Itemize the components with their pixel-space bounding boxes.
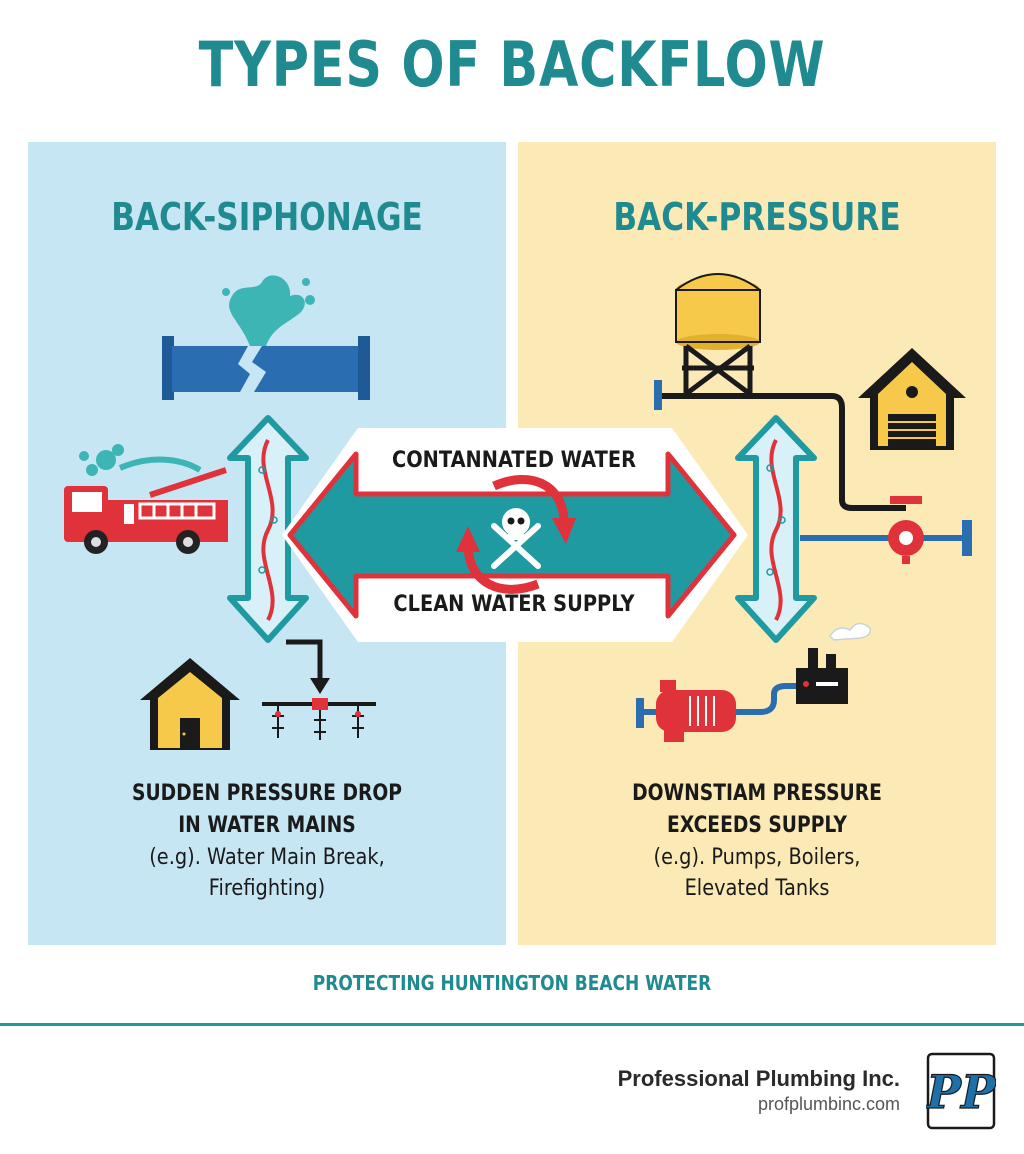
contaminated-water-label: CONTANNATED WATER bbox=[391, 448, 636, 473]
right-description-line2: EXCEEDS SUPPLY bbox=[667, 813, 847, 838]
page-title: TYPES OF BACKFLOW bbox=[198, 28, 826, 101]
sprinkler-icon bbox=[262, 639, 376, 740]
clean-water-supply-label: CLEAN WATER SUPPLY bbox=[393, 592, 635, 617]
company-info: Professional Plumbing Inc. profplumbinc.… bbox=[618, 1066, 900, 1115]
broken-pipe-icon bbox=[162, 275, 370, 400]
back-pressure-description: DOWNSTIAM PRESSURE EXCEEDS SUPPLY (e.g).… bbox=[518, 778, 996, 904]
company-logo-icon: PP bbox=[926, 1052, 996, 1130]
house-icon bbox=[858, 348, 966, 450]
back-siphonage-description: SUDDEN PRESSURE DROP IN WATER MAINS (e.g… bbox=[28, 778, 506, 904]
skull-crossbones-icon bbox=[491, 508, 541, 569]
cycle-arrows-icon bbox=[456, 474, 576, 594]
fire-truck-icon bbox=[64, 444, 228, 554]
right-example-line2: Elevated Tanks bbox=[684, 876, 830, 901]
back-pressure-heading: BACK-PRESSURE bbox=[613, 195, 901, 239]
factory-icon bbox=[796, 622, 872, 704]
left-example-line2: Firefighting) bbox=[208, 876, 326, 901]
footer-divider bbox=[0, 1023, 1024, 1026]
left-description-line1: SUDDEN PRESSURE DROP bbox=[131, 781, 403, 806]
right-example-line1: (e.g). Pumps, Boilers, bbox=[653, 845, 861, 870]
left-example-line1: (e.g). Water Main Break, bbox=[149, 845, 385, 870]
left-description-line2: IN WATER MAINS bbox=[178, 813, 356, 838]
house-icon bbox=[140, 658, 240, 750]
valve-icon bbox=[800, 496, 972, 564]
company-url[interactable]: profplumbinc.com bbox=[757, 1094, 900, 1114]
company-name: Professional Plumbing Inc. bbox=[617, 1066, 900, 1091]
logo-letters: PP bbox=[926, 1065, 996, 1119]
water-tower-icon bbox=[654, 273, 906, 511]
double-arrow-icon bbox=[735, 415, 817, 643]
back-siphonage-heading: BACK-SIPHONAGE bbox=[111, 195, 423, 239]
right-description-line1: DOWNSTIAM PRESSURE bbox=[632, 781, 882, 806]
tagline: PROTECTING HUNTINGTON BEACH WATER bbox=[312, 971, 712, 995]
pump-icon bbox=[636, 680, 800, 742]
double-arrow-icon bbox=[227, 415, 309, 643]
